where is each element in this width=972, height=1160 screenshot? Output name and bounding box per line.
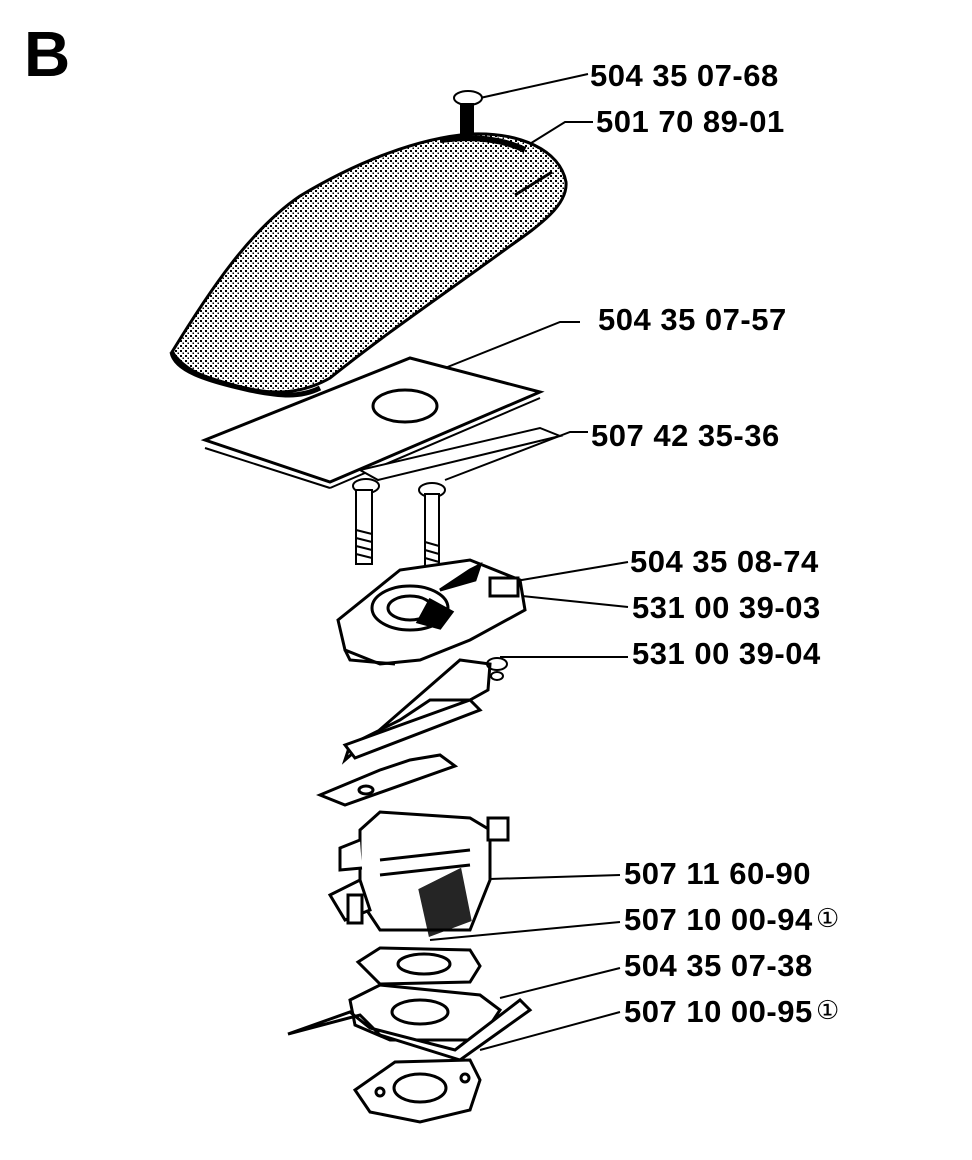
part-label: 531 00 39-04 bbox=[632, 636, 821, 671]
leader-line bbox=[439, 321, 580, 371]
part-label: 531 00 39-03 bbox=[632, 590, 821, 625]
leader-line bbox=[479, 73, 589, 99]
part-label: 504 35 07-38 bbox=[624, 948, 813, 983]
air-filter-cover bbox=[169, 132, 568, 398]
part-label: 504 35 07-68 bbox=[590, 58, 779, 93]
section-letter: B bbox=[24, 18, 71, 90]
leader-line bbox=[429, 921, 621, 941]
part-label: 507 42 35-36 bbox=[591, 418, 780, 453]
diaphragm-gasket bbox=[355, 946, 482, 986]
filter-gasket-plate bbox=[200, 356, 545, 489]
part-label: 501 70 89-01 bbox=[596, 104, 785, 139]
leader-line bbox=[521, 595, 629, 608]
part-label: 507 11 60-90 bbox=[624, 856, 812, 891]
cover-screw bbox=[453, 90, 483, 135]
end-cover bbox=[352, 1058, 482, 1124]
part-label: 504 35 07-57 bbox=[598, 302, 787, 337]
leader-line bbox=[509, 561, 629, 583]
gasket-strip bbox=[287, 998, 533, 1062]
footnote-mark: ① bbox=[816, 996, 840, 1026]
leader-lines bbox=[429, 73, 629, 1051]
part-label: 507 10 00-95 bbox=[624, 994, 813, 1029]
studs bbox=[352, 478, 446, 577]
part-label: 504 35 08-74 bbox=[630, 544, 819, 579]
leader-line bbox=[499, 967, 621, 999]
choke-plate bbox=[316, 658, 492, 807]
carburetor-body bbox=[327, 810, 510, 938]
footnote-mark: ① bbox=[816, 904, 840, 934]
part-label: 507 10 00-94 bbox=[624, 902, 813, 937]
plate-bracket bbox=[357, 426, 564, 482]
filter-holder-base bbox=[336, 558, 527, 666]
leader-line bbox=[479, 1011, 621, 1051]
leader-line bbox=[519, 121, 593, 151]
leader-line bbox=[444, 431, 588, 481]
